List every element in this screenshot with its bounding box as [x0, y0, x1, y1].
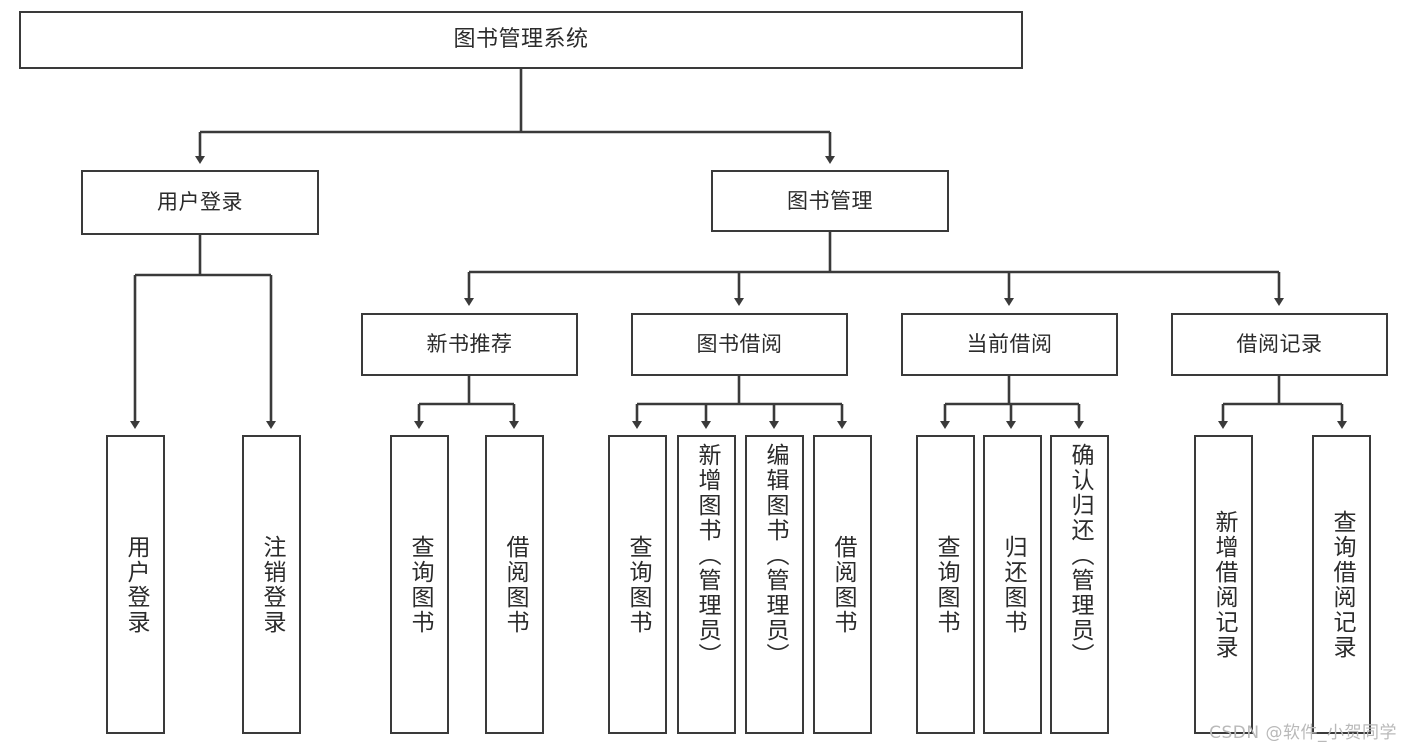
node-label: 查询借阅记录: [1329, 509, 1355, 660]
leaf-user-login-signin[interactable]: 用户登录: [106, 435, 165, 734]
node-new-book-recommend[interactable]: 新书推荐: [361, 313, 578, 376]
node-label: 当前借阅: [966, 332, 1053, 357]
node-label: 借阅图书: [502, 534, 528, 635]
node-user-login[interactable]: 用户登录: [81, 170, 319, 235]
node-label: 注销登录: [259, 534, 285, 635]
csdn-watermark: CSDN @软件_小贺同学: [1209, 723, 1397, 743]
node-label: 确认归还（管理员）: [1067, 443, 1093, 668]
node-label: 图书管理系统: [453, 27, 589, 53]
leaf-recommend-borrow-book[interactable]: 借阅图书: [485, 435, 544, 734]
node-book-management[interactable]: 图书管理: [711, 170, 949, 232]
node-label: 借阅记录: [1236, 332, 1323, 357]
leaf-borrow-borrow-book[interactable]: 借阅图书: [813, 435, 872, 734]
leaf-current-confirm-return-admin[interactable]: 确认归还（管理员）: [1050, 435, 1109, 734]
leaf-recommend-query-book[interactable]: 查询图书: [390, 435, 449, 734]
leaf-current-query-book[interactable]: 查询图书: [916, 435, 975, 734]
leaf-current-return-book[interactable]: 归还图书: [983, 435, 1042, 734]
node-label: 用户登录: [157, 190, 243, 215]
leaf-user-login-signout[interactable]: 注销登录: [242, 435, 301, 734]
node-label: 新增借阅记录: [1211, 509, 1237, 660]
node-label: 查询图书: [625, 534, 651, 635]
node-label: 查询图书: [407, 534, 433, 635]
node-borrow-record[interactable]: 借阅记录: [1171, 313, 1388, 376]
node-label: 图书管理: [787, 188, 873, 213]
node-label: 新书推荐: [426, 332, 513, 357]
leaf-borrow-edit-book-admin[interactable]: 编辑图书（管理员）: [745, 435, 804, 734]
node-label: 图书借阅: [696, 332, 783, 357]
leaf-borrow-add-book-admin[interactable]: 新增图书（管理员）: [677, 435, 736, 734]
node-root-book-management-system[interactable]: 图书管理系统: [19, 11, 1023, 69]
node-label: 查询图书: [933, 534, 959, 635]
node-label: 新增图书（管理员）: [694, 443, 720, 668]
node-label: 借阅图书: [830, 534, 856, 635]
leaf-borrow-query-book[interactable]: 查询图书: [608, 435, 667, 734]
node-book-borrow[interactable]: 图书借阅: [631, 313, 848, 376]
leaf-record-query-borrow-record[interactable]: 查询借阅记录: [1312, 435, 1371, 734]
node-label: 归还图书: [1000, 534, 1026, 635]
node-label: 用户登录: [123, 534, 149, 635]
node-label: 编辑图书（管理员）: [762, 443, 788, 668]
node-current-borrow[interactable]: 当前借阅: [901, 313, 1118, 376]
leaf-record-add-borrow-record[interactable]: 新增借阅记录: [1194, 435, 1253, 734]
